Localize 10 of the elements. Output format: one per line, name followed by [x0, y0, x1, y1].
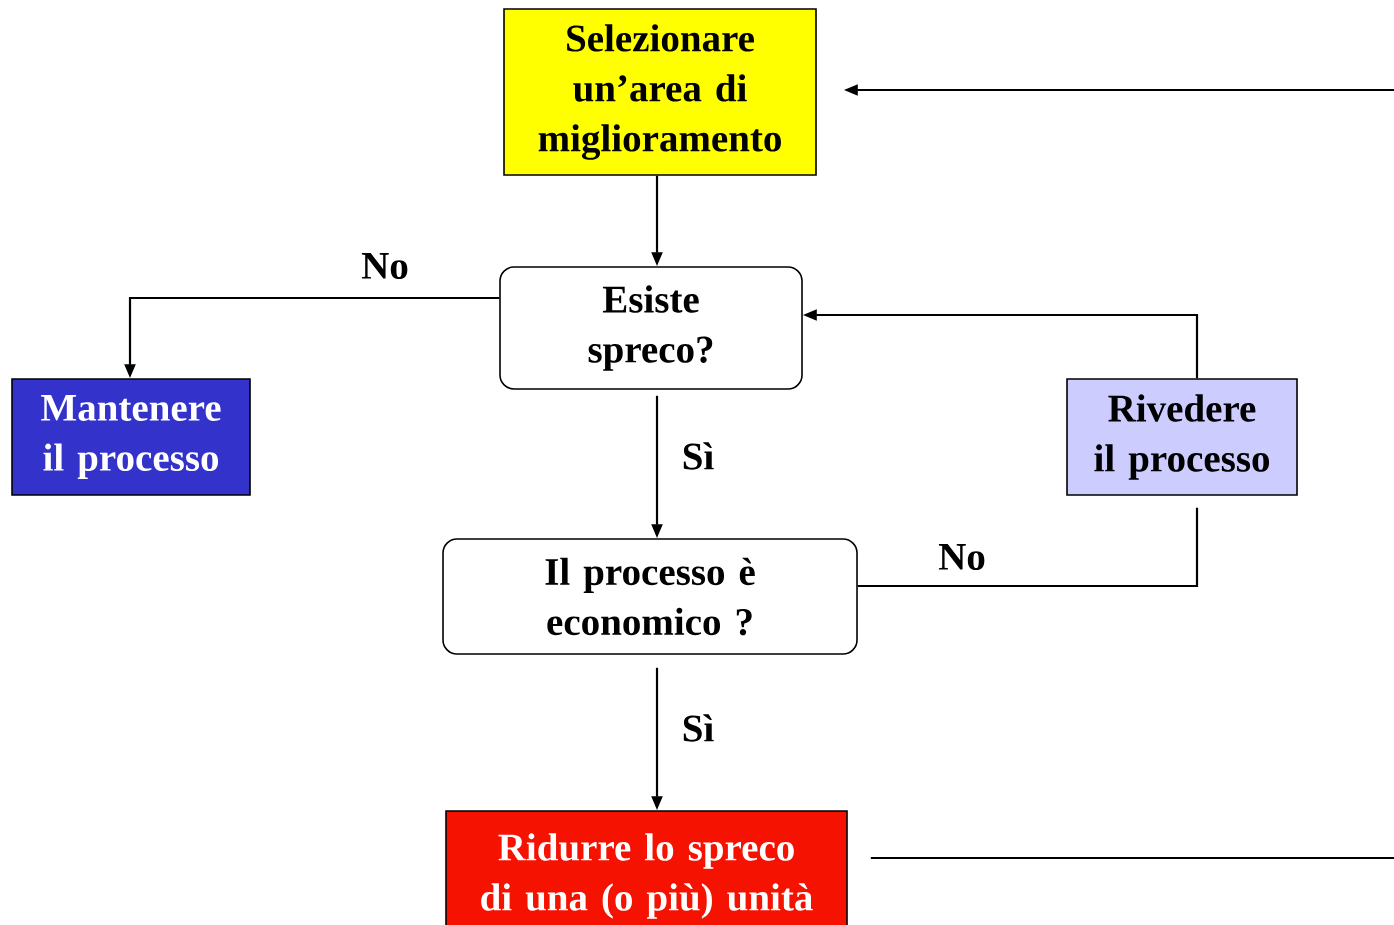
edge-label: Sì	[679, 440, 717, 472]
process-box: Ridurre lo spreco di una (o più) unità	[445, 810, 848, 925]
process-box: Selezionare un’area di miglioramento	[503, 8, 817, 176]
edge-label: No	[359, 251, 411, 281]
edge-label: Sì	[679, 712, 717, 744]
process-box: Rivedere il processo	[1066, 378, 1298, 496]
edge-label: No	[936, 542, 988, 572]
process-box: Mantenere il processo	[11, 378, 251, 496]
decision-box: Esiste spreco?	[499, 266, 803, 390]
decision-box: Il processo è economico ?	[442, 538, 858, 655]
